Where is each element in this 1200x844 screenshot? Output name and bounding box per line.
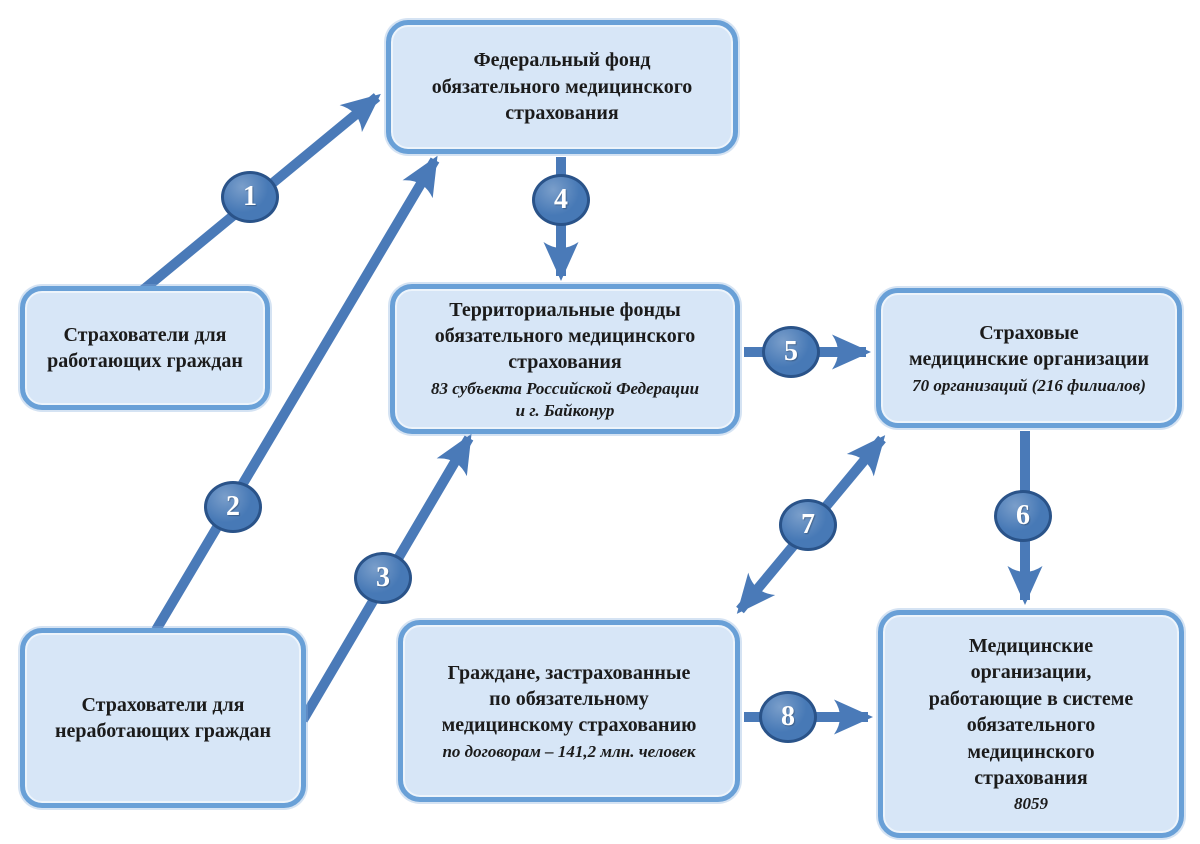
box-federal-fund: Федеральный фонд обязательного медицинск…	[386, 20, 738, 154]
box-subtitle: 8059	[1014, 794, 1048, 814]
box-territorial-funds: Территориальные фонды обязательного меди…	[390, 284, 740, 434]
box-insurers-working: Страхователи для работающих граждан	[20, 286, 270, 410]
arrow-2	[151, 155, 440, 633]
box-title: Страховые медицинские организации	[908, 321, 1150, 371]
connector-badge-4: 4	[532, 174, 590, 226]
box-subtitle: 83 субъекта Российской Федерации и г. Ба…	[430, 378, 700, 420]
connector-badge-1: 1	[221, 171, 279, 223]
connector-badge-5: 5	[762, 326, 820, 378]
connector-badge-3: 3	[354, 552, 412, 604]
box-title: Федеральный фонд обязательного медицинск…	[431, 49, 693, 125]
box-subtitle: по договорам – 141,2 млн. человек	[442, 741, 696, 761]
box-title: Страхователи для работающих граждан	[47, 323, 243, 372]
connector-badge-6: 6	[994, 490, 1052, 542]
box-medical-orgs: Медицинские организации, работающие в си…	[878, 610, 1184, 838]
connector-badge-7: 7	[779, 499, 837, 551]
box-title: Граждане, застрахованные по обязательном…	[441, 661, 697, 737]
box-title: Медицинские организации, работающие в си…	[928, 634, 1134, 789]
box-insurance-med-orgs: Страховые медицинские организации 70 орг…	[876, 288, 1182, 428]
box-subtitle: 70 организаций (216 филиалов)	[912, 375, 1146, 395]
connector-badge-2: 2	[204, 481, 262, 533]
connector-badge-8: 8	[759, 691, 817, 743]
box-insurers-nonworking: Страхователи для неработающих граждан	[20, 628, 306, 808]
box-title: Страхователи для неработающих граждан	[54, 693, 272, 742]
box-title: Территориальные фонды обязательного меди…	[434, 298, 696, 374]
box-insured-citizens: Граждане, застрахованные по обязательном…	[398, 620, 740, 802]
